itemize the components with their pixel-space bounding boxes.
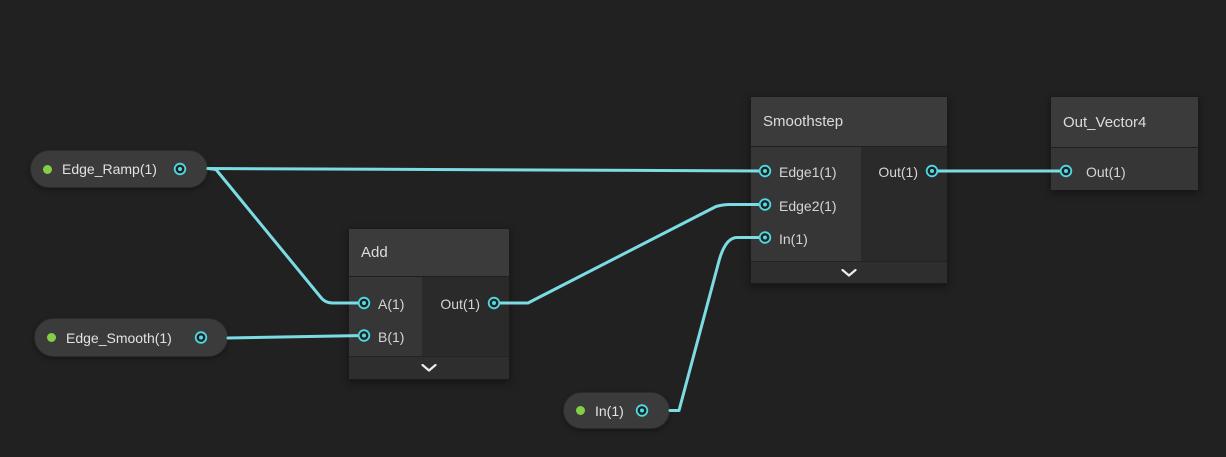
port-label-out: Out(1) — [878, 164, 918, 180]
chevron-down-icon — [841, 268, 857, 277]
property-node-edge-ramp[interactable]: Edge_Ramp(1) — [30, 150, 208, 188]
chevron-down-icon — [421, 364, 437, 372]
property-node-in[interactable]: In(1) — [563, 392, 670, 429]
node-add-body: A(1) B(1) Out(1) — [349, 277, 509, 358]
port-label-out: Out(1) — [1086, 164, 1126, 180]
property-type-dot-icon — [43, 164, 52, 174]
property-node-label: In(1) — [595, 402, 624, 419]
property-type-dot-icon — [576, 406, 585, 415]
node-smoothstep[interactable]: Smoothstep Edge1(1) Edge2(1) In(1) Out(1… — [750, 96, 948, 284]
port-label-in: In(1) — [779, 230, 808, 247]
port-label-a: A(1) — [378, 296, 405, 312]
node-add-header[interactable]: Add — [349, 229, 509, 277]
node-title: Smoothstep — [763, 113, 844, 130]
node-add-expander[interactable] — [349, 356, 509, 379]
wire-add-out-to-smoothstep-edge2[interactable] — [492, 203, 767, 305]
property-type-dot-icon — [47, 333, 56, 342]
port-label-edge2: Edge2(1) — [779, 197, 837, 214]
wire-edge-ramp-to-add-a[interactable] — [206, 167, 366, 305]
node-title: Add — [361, 244, 388, 261]
property-node-label: Edge_Smooth(1) — [66, 329, 172, 346]
input-port-panel — [349, 277, 422, 358]
node-smoothstep-header[interactable]: Smoothstep — [751, 97, 947, 147]
node-add[interactable]: Add A(1) B(1) Out(1) — [348, 228, 510, 380]
node-out-vector4-header[interactable]: Out_Vector4 — [1051, 97, 1198, 148]
node-out-vector4-body: Out(1) — [1051, 148, 1198, 190]
port-label-b: B(1) — [378, 328, 405, 345]
node-title: Out_Vector4 — [1063, 113, 1147, 131]
property-node-edge-smooth[interactable]: Edge_Smooth(1) — [34, 318, 228, 357]
port-label-edge1: Edge1(1) — [779, 164, 837, 180]
port-label-out: Out(1) — [440, 296, 480, 312]
node-out-vector4[interactable]: Out_Vector4 Out(1) — [1050, 96, 1199, 190]
node-smoothstep-body: Edge1(1) Edge2(1) In(1) Out(1) — [751, 147, 947, 263]
property-node-label: Edge_Ramp(1) — [62, 161, 157, 177]
wire-edge-smooth-to-add-b[interactable] — [226, 334, 366, 340]
wire-edge-ramp-to-smoothstep-edge1[interactable] — [206, 167, 767, 173]
node-smoothstep-expander[interactable] — [751, 261, 947, 283]
